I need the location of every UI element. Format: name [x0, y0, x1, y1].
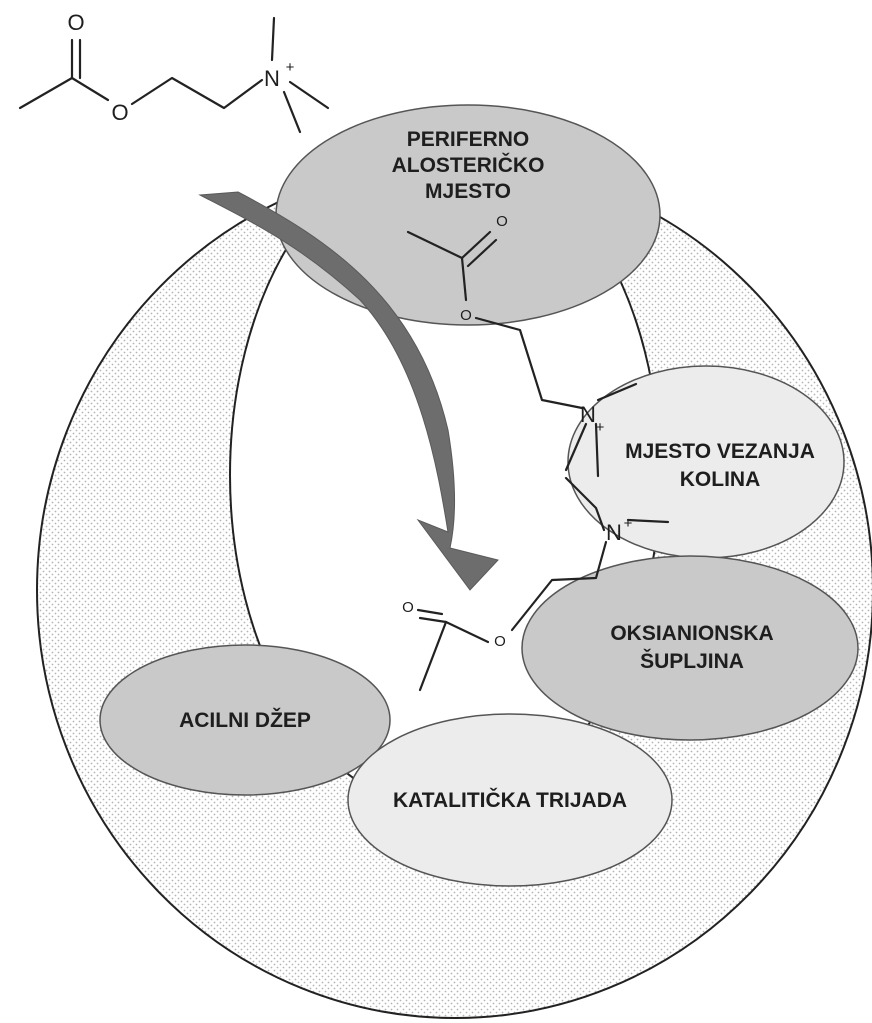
ester-oxygen-label: O [111, 100, 128, 125]
peripheral-site-label-line1: PERIFERNO [407, 128, 530, 151]
lower-ester-oxygen-label: O [494, 633, 506, 650]
nitrogen-label: N [264, 66, 280, 91]
lower-charge-label: + [624, 515, 633, 532]
peripheral-site-label-line3: MJESTO [425, 180, 511, 203]
upper-charge-label: + [596, 419, 605, 436]
acyl-pocket [99, 644, 391, 796]
catalytic-triad [347, 713, 673, 887]
carbonyl-oxygen-label: O [67, 10, 84, 35]
oxyanion-label-line2: ŠUPLJINA [640, 649, 744, 673]
choline-site-label-line1: MJESTO VEZANJA [625, 440, 815, 463]
catalytic-triad-label: KATALITIČKA TRIJADA [393, 788, 627, 812]
lower-carbonyl-oxygen-label: O [402, 599, 414, 616]
peripheral-site-label-line2: ALOSTERIČKO [392, 153, 545, 177]
acyl-pocket-label: ACILNI DŽEP [179, 708, 311, 732]
choline-site-label-line2: KOLINA [680, 468, 761, 491]
upper-ester-oxygen-label: O [460, 307, 472, 324]
acetylcholine-molecule-peripheral: O O N + [406, 213, 638, 478]
upper-carbonyl-oxygen-label: O [496, 213, 508, 230]
oxyanion-label-line1: OKSIANIONSKA [610, 622, 773, 645]
lower-nitrogen-label: N [606, 520, 622, 545]
acetylcholine-molecule-active: N + O O [402, 476, 670, 692]
charge-label: + [286, 59, 295, 76]
upper-nitrogen-label: N [580, 402, 596, 427]
substrate-path-arrow [198, 191, 499, 591]
oxyanion-hole [521, 555, 859, 741]
acetylcholine-molecule-free: O O N + [18, 10, 330, 134]
